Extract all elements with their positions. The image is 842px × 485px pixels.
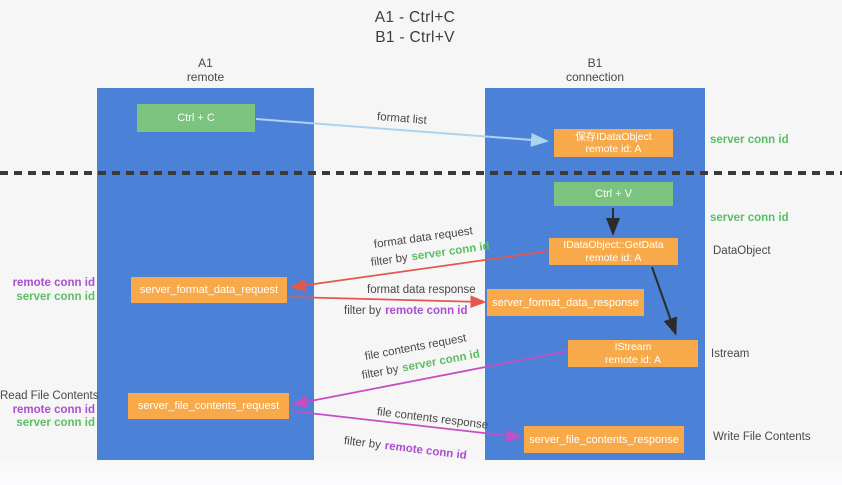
server-conn-id-annotation-mid: server conn id <box>710 212 789 224</box>
node-istream-title: IStream <box>614 341 652 353</box>
lane-a1-subtitle: remote <box>186 70 225 84</box>
format-data-response-arrow <box>288 295 487 308</box>
node-ctrl-c: Ctrl + C <box>137 104 255 132</box>
server-conn-id-annotation: server conn id <box>16 417 95 429</box>
write-file-contents-annotation: Write File Contents <box>713 431 811 443</box>
node-getdata-title: IDataObject::GetData <box>563 239 664 251</box>
node-idataobject-getdata: IDataObject::GetData remote id: A <box>549 238 678 265</box>
lane-b1-name: B1 <box>587 56 603 70</box>
node-server-file-contents-request: server_file_contents_request <box>128 393 289 419</box>
node-save-idataobject-remote-id: remote id: A <box>585 143 642 155</box>
filter-by-text: filter by <box>370 251 409 269</box>
node-ctrl-v: Ctrl + V <box>554 182 673 206</box>
lane-a1-name: A1 <box>198 56 213 70</box>
dataobject-annotation: DataObject <box>713 245 771 257</box>
filter-by-text: filter by <box>344 305 382 317</box>
left-conn-id-annotation-format: remote conn id server conn id <box>0 277 95 304</box>
node-istream-remote-id: remote id: A <box>604 353 662 366</box>
istream-annotation: Istream <box>711 348 750 360</box>
format-data-response-label: format data response <box>367 284 476 296</box>
node-getdata-remote-id: remote id: A <box>585 251 642 264</box>
node-server-file-contents-response: server_file_contents_response <box>524 426 684 453</box>
filter-by-text: filter by <box>343 435 382 452</box>
remote-conn-id-annotation: remote conn id <box>12 277 95 289</box>
node-istream: IStream remote id: A <box>568 340 698 367</box>
page-title: A1 - Ctrl+C B1 - Ctrl+V <box>280 8 550 48</box>
lane-header-a1: A1 remote <box>97 56 314 84</box>
filter-by-text: filter by <box>360 363 400 382</box>
title-line-2: B1 - Ctrl+V <box>375 29 455 46</box>
lane-b1-subtitle: connection <box>565 70 625 84</box>
remote-conn-id-text: remote conn id <box>385 305 468 317</box>
lane-header-b1: B1 connection <box>485 56 705 84</box>
node-save-idataobject: 保存IDataObject remote id: A <box>554 129 673 157</box>
server-conn-id-annotation: server conn id <box>16 290 95 303</box>
node-save-idataobject-title: 保存IDataObject <box>575 130 652 143</box>
file-contents-response-label: file contents response <box>376 406 489 432</box>
node-server-format-data-response: server_format_data_response <box>487 289 644 316</box>
remote-conn-id-annotation: remote conn id <box>12 403 95 416</box>
remote-conn-id-text: remote conn id <box>384 440 468 463</box>
read-file-contents-annotation: Read File Contents <box>0 390 99 402</box>
server-conn-id-annotation-top: server conn id <box>710 134 789 146</box>
left-annotation-file: Read File Contents remote conn id server… <box>0 390 99 431</box>
title-line-1: A1 - Ctrl+C <box>374 9 456 26</box>
format-list-label: format list <box>376 111 428 127</box>
node-server-format-data-request: server_format_data_request <box>131 277 287 303</box>
